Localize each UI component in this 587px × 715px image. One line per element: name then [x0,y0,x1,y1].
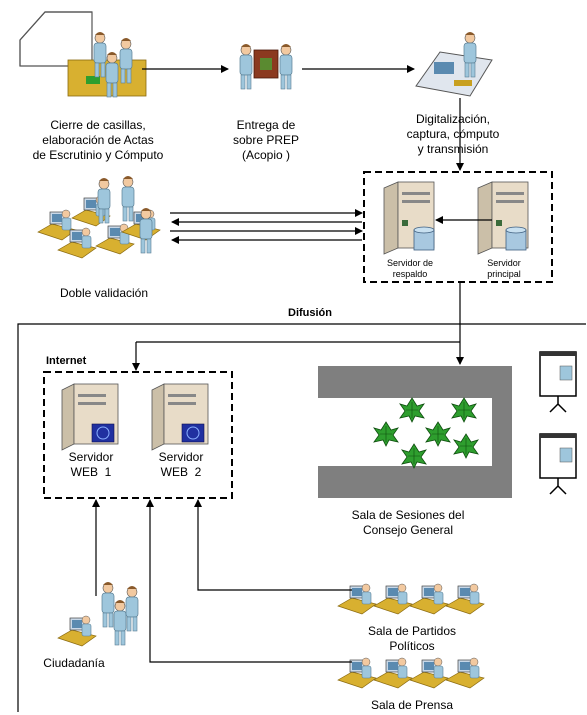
sala-prensa-label: Sala de Prensa [370,698,454,712]
database-icon [413,226,435,251]
server-web2-label: Servidor WEB 2 [158,450,204,479]
ciudadania-label: Ciudadanía [43,656,105,670]
envelope-icon [253,49,279,79]
session-room [318,366,512,498]
computer-workstation-icon [37,175,161,259]
internet-box [43,371,233,499]
internet-label: Internet [46,355,87,367]
flow-arrows [92,65,492,663]
projection-screen-icon [539,351,577,495]
person-icon [57,581,139,647]
difusion-title: Difusión [288,307,332,319]
web-server-icon [61,383,119,451]
web-server-icon [151,383,209,451]
step-cierre-label: Cierre de casillas, elaboración de Actas… [32,118,164,162]
sala-partidos-label: Sala de Partidos Políticos [367,624,457,653]
server-icon [383,181,435,255]
step-validacion-label: Doble validación [59,286,149,300]
server-web1-label: Servidor WEB 1 [68,450,114,479]
database-icon [505,226,527,251]
central-server-box [363,171,553,283]
server-principal-label: Servidor principal [487,258,521,279]
difusion-frame [17,323,586,712]
step-entrega-label: Entrega de sobre PREP (Acopio ) [232,118,300,162]
sala-sesiones-label: Sala de Sesiones del Consejo General [351,508,465,537]
computer-workstation-icon [337,657,485,689]
server-respaldo-label: Servidor de respaldo [386,258,434,279]
plant-icon [373,397,479,469]
step-digitalizacion-label: Digitalización, captura, cómputo y trans… [406,112,500,156]
computer-workstation-icon [337,583,485,615]
scanner-workstation-icon [415,31,493,97]
